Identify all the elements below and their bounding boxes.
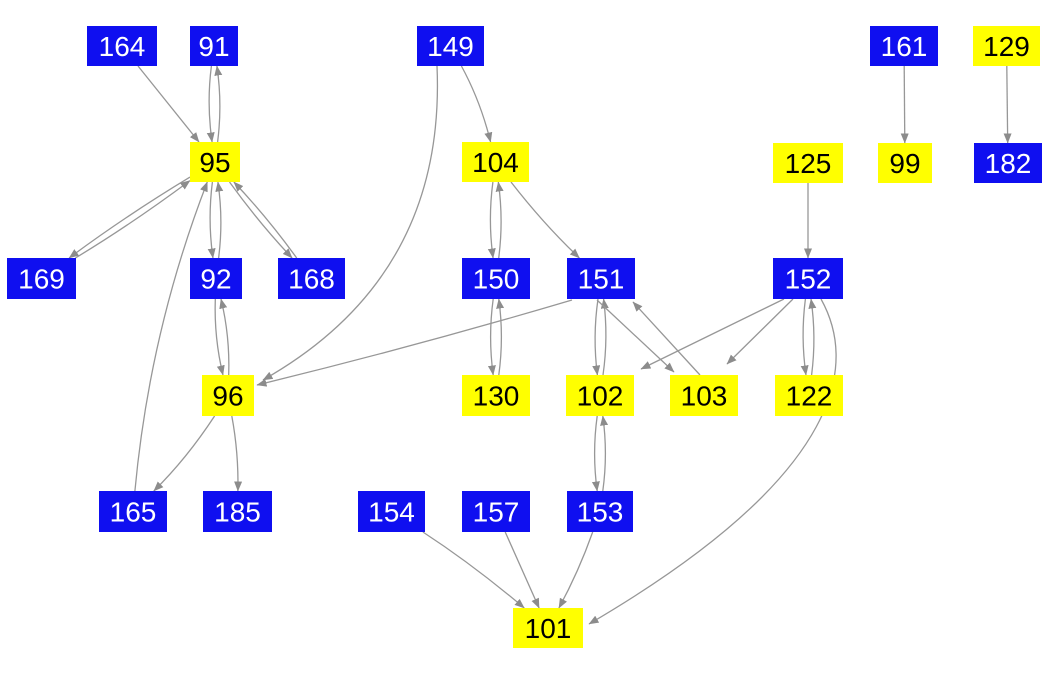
node-154: 154 bbox=[358, 491, 425, 532]
node-box-150 bbox=[462, 258, 530, 299]
node-box-161 bbox=[870, 26, 938, 66]
node-box-130 bbox=[462, 375, 530, 416]
edge-151-96 bbox=[256, 299, 573, 387]
node-125: 125 bbox=[773, 143, 843, 183]
node-149: 149 bbox=[417, 26, 484, 66]
edge-104-151 bbox=[510, 181, 580, 259]
node-box-157 bbox=[462, 491, 530, 532]
node-150: 150 bbox=[462, 258, 530, 299]
node-95: 95 bbox=[190, 142, 240, 182]
edge-149-104 bbox=[460, 65, 493, 143]
node-129: 129 bbox=[973, 26, 1040, 66]
node-152: 152 bbox=[773, 258, 843, 299]
edge-122-152 bbox=[808, 298, 817, 376]
edge-91-95 bbox=[206, 65, 215, 143]
node-box-102 bbox=[566, 375, 634, 416]
edge-95-169 bbox=[68, 176, 191, 259]
edge-92-96 bbox=[214, 298, 225, 376]
edge-96-92 bbox=[219, 298, 230, 376]
node-101: 101 bbox=[513, 608, 583, 648]
edge-169-95 bbox=[75, 180, 191, 259]
node-91: 91 bbox=[190, 26, 238, 66]
edge-152-122 bbox=[800, 298, 809, 376]
edge-151-103 bbox=[596, 299, 675, 373]
edge-102-151 bbox=[600, 298, 609, 376]
edge-96-165 bbox=[153, 415, 216, 492]
edge-92-95 bbox=[215, 181, 224, 259]
node-box-91 bbox=[190, 26, 238, 66]
node-box-96 bbox=[202, 375, 254, 416]
node-151: 151 bbox=[567, 258, 635, 299]
edge-165-95 bbox=[134, 181, 208, 492]
nodes-layer: 164 91 149 161 129 95 104 125 99 182 169 92 168 150 15… bbox=[7, 26, 1042, 648]
edge-154-101 bbox=[422, 531, 525, 609]
edge-152-102 bbox=[640, 298, 785, 370]
edge-102-153 bbox=[591, 415, 600, 492]
edge-161-99 bbox=[900, 65, 909, 144]
edge-95-91 bbox=[214, 65, 223, 143]
node-104: 104 bbox=[462, 142, 529, 182]
node-box-152 bbox=[773, 258, 843, 299]
node-92: 92 bbox=[190, 258, 242, 299]
edge-157-101 bbox=[504, 531, 540, 609]
node-185: 185 bbox=[203, 491, 272, 532]
node-box-103 bbox=[670, 375, 738, 416]
edge-149-96 bbox=[262, 65, 439, 381]
edge-153-101 bbox=[558, 531, 594, 609]
node-box-101 bbox=[513, 608, 583, 648]
node-box-168 bbox=[278, 258, 345, 299]
node-box-125 bbox=[773, 143, 843, 183]
edge-152-101 bbox=[588, 298, 837, 625]
node-182: 182 bbox=[974, 143, 1042, 183]
node-102: 102 bbox=[566, 375, 634, 416]
node-box-153 bbox=[567, 491, 633, 532]
edge-152-103 bbox=[726, 298, 794, 365]
edge-96-185 bbox=[231, 415, 243, 492]
node-box-151 bbox=[567, 258, 635, 299]
edge-151-102 bbox=[592, 298, 601, 376]
node-box-154 bbox=[358, 491, 425, 532]
node-box-92 bbox=[190, 258, 242, 299]
edge-103-151 bbox=[632, 301, 701, 376]
node-box-104 bbox=[462, 142, 529, 182]
node-box-185 bbox=[203, 491, 272, 532]
node-157: 157 bbox=[462, 491, 530, 532]
edge-130-150 bbox=[496, 298, 505, 376]
edge-150-130 bbox=[487, 298, 496, 376]
node-103: 103 bbox=[670, 375, 738, 416]
node-box-95 bbox=[190, 142, 240, 182]
node-box-182 bbox=[974, 143, 1042, 183]
edge-150-104 bbox=[495, 181, 504, 259]
node-box-169 bbox=[7, 258, 76, 299]
node-153: 153 bbox=[567, 491, 633, 532]
node-161: 161 bbox=[870, 26, 938, 66]
edges-layer bbox=[68, 65, 1012, 625]
node-168: 168 bbox=[278, 258, 345, 299]
edge-104-150 bbox=[487, 181, 496, 259]
node-box-149 bbox=[417, 26, 484, 66]
edge-95-92 bbox=[207, 181, 216, 259]
node-122: 122 bbox=[775, 375, 843, 416]
node-box-122 bbox=[775, 375, 843, 416]
node-box-164 bbox=[87, 26, 157, 66]
node-box-129 bbox=[973, 26, 1040, 66]
node-165: 165 bbox=[99, 491, 167, 532]
node-130: 130 bbox=[462, 375, 530, 416]
edge-95-168 bbox=[228, 181, 293, 259]
node-box-99 bbox=[878, 143, 932, 183]
node-99: 99 bbox=[878, 143, 932, 183]
node-164: 164 bbox=[87, 26, 157, 66]
edge-164-95 bbox=[137, 65, 200, 143]
node-box-165 bbox=[99, 491, 167, 532]
edge-168-95 bbox=[233, 181, 298, 259]
edge-153-102 bbox=[600, 415, 609, 492]
edge-129-182 bbox=[1003, 65, 1012, 144]
node-96: 96 bbox=[202, 375, 254, 416]
node-169: 169 bbox=[7, 258, 76, 299]
